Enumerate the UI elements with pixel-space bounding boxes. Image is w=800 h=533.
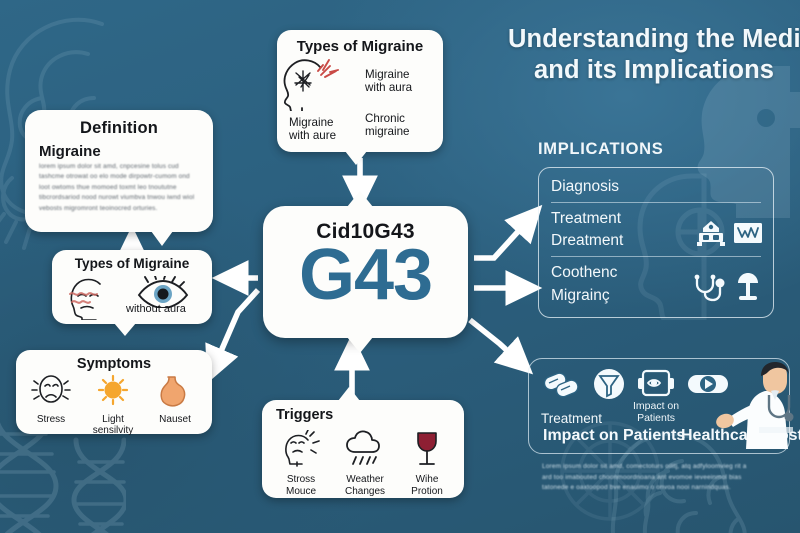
doctor-figure-icon xyxy=(713,361,799,458)
symptom-item: Stress xyxy=(22,374,80,425)
implications-row: Migrainç xyxy=(551,286,610,304)
symptoms-heading: Symptoms xyxy=(76,356,152,372)
node-spike-top xyxy=(347,191,373,207)
central-node-big-code: G43 xyxy=(298,235,433,315)
stethoscope-icon xyxy=(692,274,726,307)
implications-row: Treatment xyxy=(551,210,622,228)
definition-card-tail xyxy=(151,231,173,246)
capsule-icon xyxy=(687,369,729,404)
implications-row: Diagnosis xyxy=(551,178,620,195)
implications-row: Dreatment xyxy=(551,232,624,250)
hospital-bed-icon xyxy=(696,220,726,251)
face-pain-icon xyxy=(64,276,120,325)
symptom-label: Nauset xyxy=(159,414,191,425)
types-left-card-tail xyxy=(114,323,136,336)
implications-icon-group-1 xyxy=(696,220,763,251)
types-top-heading: Types of Migraine xyxy=(296,38,424,55)
sad-face-icon xyxy=(31,375,71,412)
types-left-label: without aura xyxy=(126,303,186,315)
implications-box: Diagnosis Treatment Dreatment Coothenc M… xyxy=(538,167,774,318)
envelope-chart-icon xyxy=(733,222,763,249)
page-title-line2: and its Implications xyxy=(534,56,775,85)
node-spike-right xyxy=(457,258,483,284)
scan-monitor-icon xyxy=(637,368,675,405)
page-title: Understanding the Medical C and its Impl… xyxy=(508,24,800,86)
implications-icon-group-2 xyxy=(692,272,761,307)
implications-panel: IMPLICATIONS Diagnosis Treatment Dreatme… xyxy=(538,140,774,318)
sun-icon xyxy=(93,374,133,412)
symptoms-card: Symptoms Stress xyxy=(16,350,212,436)
implications-row: Coothenc xyxy=(551,264,618,282)
node-spike-left xyxy=(248,258,274,284)
definition-subheading: Migraine xyxy=(39,143,101,160)
implications-title: IMPLICATIONS xyxy=(538,140,664,158)
stomach-icon xyxy=(155,376,195,412)
central-code-node: Cid10G43 G43 xyxy=(263,191,468,353)
stressed-face-icon xyxy=(280,429,322,472)
head-aura-icon xyxy=(277,55,443,116)
bottom-panel-treatment-label: Treatment xyxy=(541,411,603,426)
bottom-panel-impact-label: Impact on Patients xyxy=(543,427,686,444)
wine-glass-icon xyxy=(410,432,444,472)
triggers-heading: Triggers xyxy=(276,407,334,423)
triggers-card-tail xyxy=(338,387,360,401)
page-title-line1: Understanding the Medical C xyxy=(508,25,800,53)
pills-icon xyxy=(543,367,581,406)
symptom-label: Stress xyxy=(36,414,66,425)
bottom-panel-icon-row xyxy=(543,367,729,406)
symptom-item: Nauset xyxy=(146,374,204,425)
funnel-icon xyxy=(593,368,625,405)
types-of-migraine-left-card: Types of Migraine xyxy=(52,250,212,336)
types-top-card-tail xyxy=(345,151,367,165)
lamp-icon xyxy=(735,272,761,307)
node-spike-bottom xyxy=(347,337,373,353)
rain-cloud-icon xyxy=(343,430,387,472)
eye-icon xyxy=(134,275,190,313)
types-left-heading: Types of Migraine xyxy=(74,256,190,271)
definition-heading: Definition xyxy=(79,119,159,137)
bottom-panel-caption: Lorem ipsum dolor sit amd, comectoturs o… xyxy=(542,463,747,492)
implications-separator xyxy=(551,202,761,204)
central-node-code: Cid10G43 xyxy=(316,220,415,243)
implications-separator xyxy=(551,256,761,258)
definition-card: Definition Migraine lorem ipsum dolor si… xyxy=(25,110,213,246)
definition-body-text: lorem ipsum dolor sit amd, cnpcesine tol… xyxy=(39,163,195,212)
